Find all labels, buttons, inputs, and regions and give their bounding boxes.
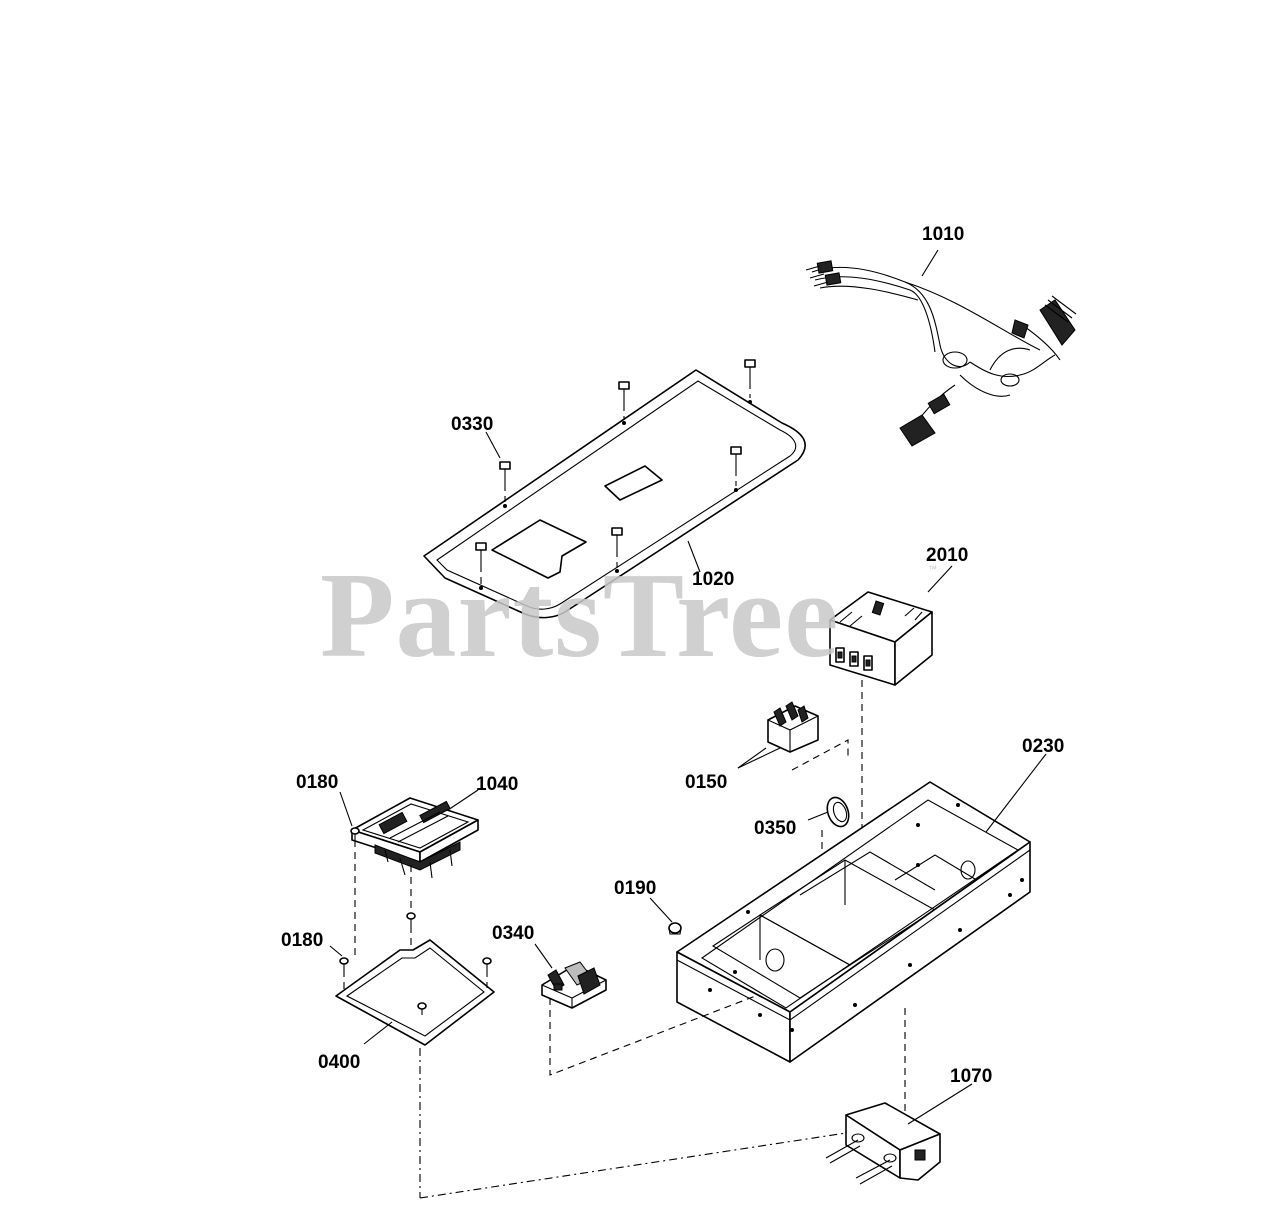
screw-icon	[730, 446, 742, 486]
watermark-trademark: ™	[928, 564, 937, 574]
part-0190-grommet[interactable]	[649, 897, 682, 935]
screw-icon	[499, 461, 511, 502]
callout-2010: 2010	[926, 545, 968, 566]
part-0340-relay[interactable]	[534, 943, 759, 1076]
part-2010-circuit-breaker[interactable]	[829, 565, 953, 892]
callout-1040: 1040	[476, 774, 518, 795]
callout-0180-upper: 0180	[296, 772, 338, 793]
screw-icon	[350, 827, 360, 840]
part-1010-wiring-harness[interactable]	[805, 249, 1077, 447]
screw-icon	[406, 912, 416, 945]
callout-0230: 0230	[1022, 736, 1064, 757]
callout-0350: 0350	[754, 818, 796, 839]
callout-1010: 1010	[922, 224, 964, 245]
part-0180-screw-lower[interactable]	[329, 945, 343, 957]
screw-icon	[618, 381, 630, 420]
callout-0150: 0150	[685, 772, 727, 793]
callout-1070: 1070	[950, 1066, 992, 1087]
part-0330-screws[interactable]	[475, 359, 756, 585]
screw-icon	[417, 1002, 427, 1015]
watermark-logo: PartsTree	[320, 548, 839, 683]
part-1040-control-module[interactable]	[351, 789, 479, 958]
callout-0340: 0340	[492, 923, 534, 944]
callout-0190: 0190	[614, 878, 656, 899]
callout-0180-lower: 0180	[281, 930, 323, 951]
screw-icon	[482, 957, 492, 988]
part-1020-cover-panel[interactable]	[423, 369, 806, 619]
part-0150-terminal-block[interactable]	[737, 701, 849, 771]
callout-1020: 1020	[692, 569, 734, 590]
part-1070-terminal-box[interactable]	[825, 1083, 973, 1185]
part-0230-enclosure-box[interactable]	[676, 753, 1047, 1120]
callout-0400: 0400	[318, 1052, 360, 1073]
screw-icon	[339, 957, 349, 992]
part-0400-mounting-plate[interactable]	[335, 912, 906, 1199]
part-0180-screw-upper[interactable]	[339, 791, 360, 840]
callout-0330: 0330	[451, 414, 493, 435]
screw-icon	[475, 542, 487, 585]
screw-icon	[611, 527, 623, 568]
screw-icon	[744, 359, 756, 398]
